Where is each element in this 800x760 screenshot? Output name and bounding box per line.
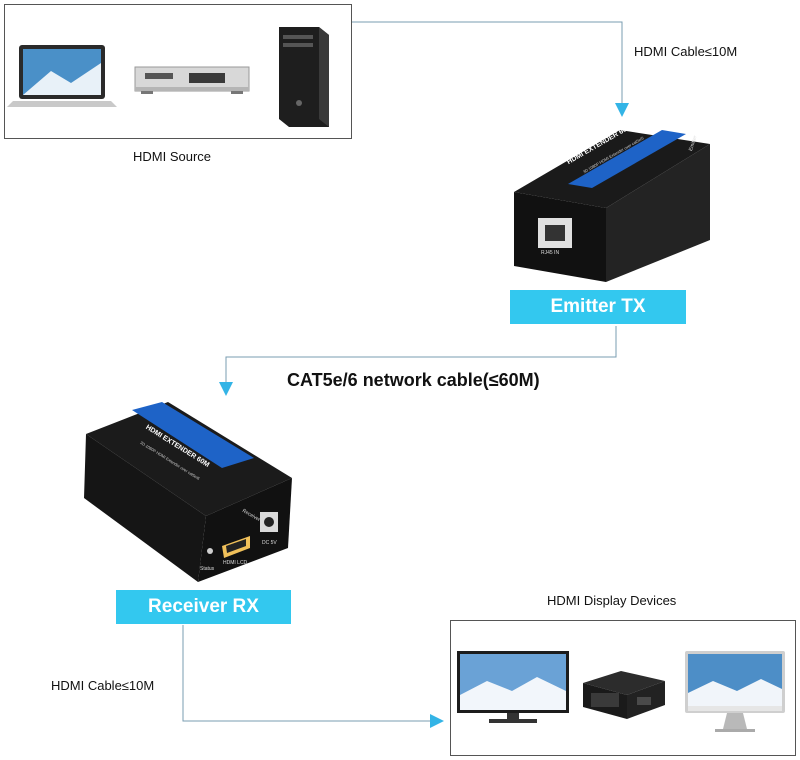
- hdmi-source-caption: HDMI Source: [133, 149, 212, 164]
- receiver-status-label: Status: [200, 566, 215, 572]
- receiver-hdmi-label: HDMI LCD: [223, 560, 248, 566]
- dvd-player-icon: [134, 66, 250, 94]
- hdmi-cable-label-bottom: HDMI Cable≤10M: [51, 678, 155, 693]
- network-cable-label: CAT5e/6 network cable(≤60M): [287, 370, 540, 390]
- arrow-head-bottom: [430, 714, 444, 728]
- emitter-device: [514, 130, 710, 282]
- tv-icon: [457, 651, 569, 723]
- arrow-head-top: [615, 103, 629, 117]
- pc-tower-icon: [279, 27, 329, 127]
- receiver-rx-badge: Receiver RX: [116, 590, 291, 624]
- emitter-port-label: RJ45 IN: [541, 250, 560, 256]
- receiver-dc-label: DC 5V: [262, 540, 277, 546]
- receiver-device: [84, 402, 292, 582]
- monitor-icon: [685, 651, 785, 732]
- arrow-head-middle: [219, 382, 233, 396]
- hdmi-cable-line-top: [352, 21, 623, 103]
- hdmi-cable-line-bottom: [182, 625, 430, 722]
- hdmi-cable-label-top: HDMI Cable≤10M: [634, 44, 738, 59]
- emitter-tx-badge: Emitter TX: [510, 290, 686, 324]
- hdmi-display-devices-caption: HDMI Display Devices: [547, 593, 677, 608]
- projector-icon: [583, 671, 665, 719]
- network-cable-line: [225, 326, 617, 382]
- hdmi-source-box: [4, 4, 352, 139]
- hdmi-display-devices-box: [450, 620, 796, 756]
- laptop-icon: [7, 45, 117, 107]
